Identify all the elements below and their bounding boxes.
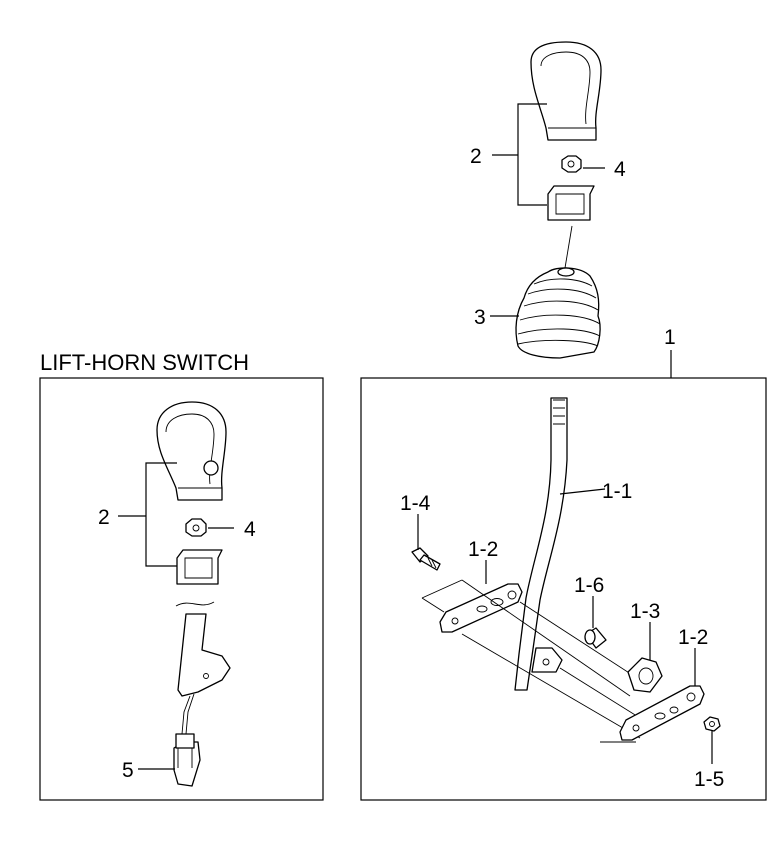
plate-right [619,685,705,741]
label-boot: 3 [474,306,486,329]
bolt [411,547,441,571]
label-bushing: 1-3 [630,600,660,623]
spacer [584,627,607,649]
label-connector: 5 [122,759,134,782]
bushing [627,657,663,693]
label-knob-main: 2 [470,145,482,168]
main-sleeve [547,185,595,221]
main-knob [530,41,602,141]
main-nut [561,155,582,173]
label-plate-right: 1-2 [678,626,708,649]
lever-assembly-frame [360,377,767,801]
switch-nut [185,518,207,537]
label-spacer: 1-6 [574,574,604,597]
label-lever: 1-1 [602,480,632,503]
lift-horn-switch-frame [39,377,324,801]
switch-sleeve [176,549,223,585]
boot [515,267,601,359]
label-nut-lever: 1-5 [694,768,724,791]
connector [173,733,201,787]
label-bolt: 1-4 [400,492,431,515]
label-nut-switch: 4 [244,518,256,541]
lever-nut [703,716,721,732]
section-title: LIFT-HORN SWITCH [40,350,249,375]
lever [514,397,568,691]
label-plate-left: 1-2 [468,538,498,561]
label-nut-main: 4 [614,158,626,181]
plate-left [439,583,523,633]
switch-knob [156,401,227,501]
label-knob-switch: 2 [98,506,110,529]
switch-lever [175,601,231,735]
label-lever-assembly: 1 [664,326,676,349]
